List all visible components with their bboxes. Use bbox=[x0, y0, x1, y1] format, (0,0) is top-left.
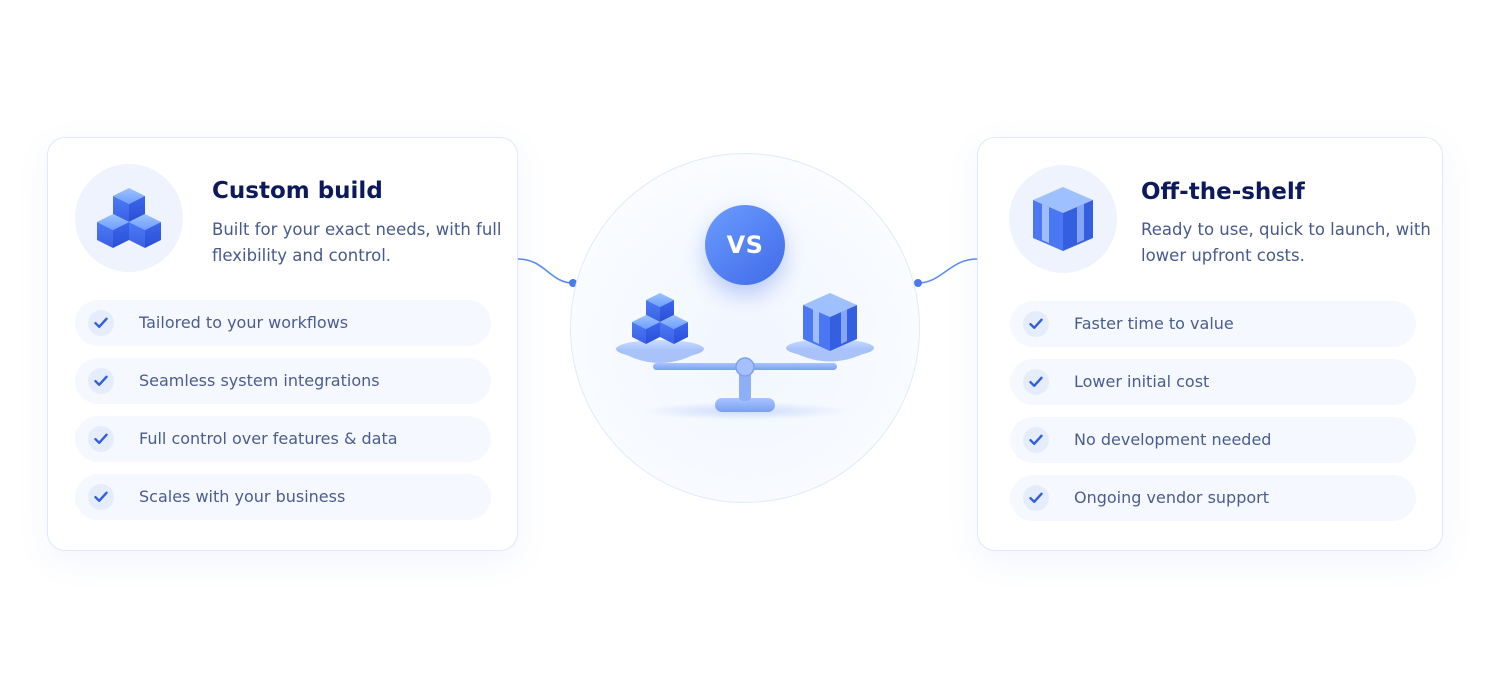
off-the-shelf-description: Ready to use, quick to launch, with lowe… bbox=[1141, 220, 1431, 265]
off-the-shelf-icon-circle bbox=[1009, 165, 1117, 273]
feature-item: Scales with your business bbox=[75, 474, 491, 520]
feature-label: Full control over features & data bbox=[139, 429, 398, 448]
custom-build-card: Custom build Built for your exact needs,… bbox=[47, 137, 518, 551]
feature-label: Scales with your business bbox=[139, 487, 346, 506]
vs-text: VS bbox=[726, 231, 764, 259]
feature-item: Full control over features & data bbox=[75, 416, 491, 462]
feature-label: Ongoing vendor support bbox=[1074, 488, 1269, 507]
custom-build-description: Built for your exact needs, with full fl… bbox=[212, 220, 502, 265]
check-icon bbox=[88, 310, 114, 336]
off-the-shelf-card: Off-the-shelf Ready to use, quick to lau… bbox=[977, 137, 1443, 551]
feature-label: Faster time to value bbox=[1074, 314, 1234, 333]
feature-label: No development needed bbox=[1074, 430, 1272, 449]
custom-build-title: Custom build bbox=[212, 178, 383, 204]
feature-item: Faster time to value bbox=[1010, 301, 1416, 347]
check-icon bbox=[1023, 311, 1049, 337]
off-the-shelf-feature-list: Faster time to value Lower initial cost … bbox=[1010, 301, 1416, 533]
stacked-cubes-icon bbox=[97, 188, 161, 248]
feature-item: No development needed bbox=[1010, 417, 1416, 463]
feature-item: Tailored to your workflows bbox=[75, 300, 491, 346]
check-icon bbox=[1023, 369, 1049, 395]
vs-badge: VS bbox=[705, 205, 785, 285]
feature-item: Lower initial cost bbox=[1010, 359, 1416, 405]
custom-build-icon-circle bbox=[75, 164, 183, 272]
check-icon bbox=[88, 426, 114, 452]
feature-label: Lower initial cost bbox=[1074, 372, 1210, 391]
feature-label: Seamless system integrations bbox=[139, 371, 380, 390]
custom-build-feature-list: Tailored to your workflows Seamless syst… bbox=[75, 300, 491, 532]
package-box-icon bbox=[1033, 187, 1093, 251]
check-icon bbox=[1023, 485, 1049, 511]
balance-scale-icon bbox=[616, 293, 874, 420]
off-the-shelf-title: Off-the-shelf bbox=[1141, 179, 1305, 205]
check-icon bbox=[88, 484, 114, 510]
feature-item: Seamless system integrations bbox=[75, 358, 491, 404]
check-icon bbox=[1023, 427, 1049, 453]
check-icon bbox=[88, 368, 114, 394]
feature-label: Tailored to your workflows bbox=[139, 313, 349, 332]
feature-item: Ongoing vendor support bbox=[1010, 475, 1416, 521]
